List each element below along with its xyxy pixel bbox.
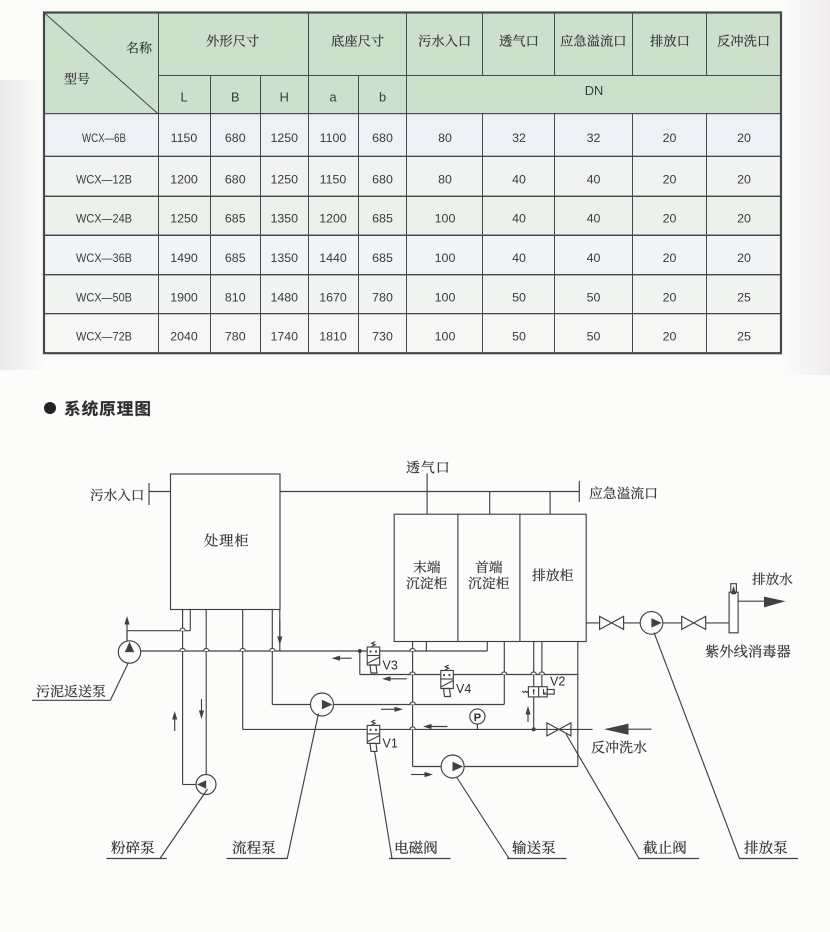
svg-text:20: 20: [663, 290, 677, 304]
svg-text:V2: V2: [550, 675, 565, 689]
svg-text:1200: 1200: [170, 172, 198, 186]
svg-text:V3: V3: [383, 659, 398, 673]
svg-text:780: 780: [372, 290, 393, 304]
svg-text:680: 680: [372, 172, 393, 186]
svg-text:1250: 1250: [270, 172, 298, 186]
svg-text:WCX—12B: WCX—12B: [76, 172, 132, 186]
svg-text:b: b: [379, 89, 386, 104]
svg-text:WCX—24B: WCX—24B: [76, 212, 132, 226]
svg-text:680: 680: [372, 131, 393, 145]
svg-text:100: 100: [435, 290, 456, 304]
svg-text:50: 50: [512, 290, 526, 304]
svg-text:1490: 1490: [170, 251, 198, 265]
svg-text:1150: 1150: [320, 172, 347, 186]
svg-text:40: 40: [512, 172, 526, 186]
svg-text:WCX—50B: WCX—50B: [76, 290, 132, 304]
svg-text:20: 20: [663, 330, 677, 344]
svg-text:1810: 1810: [319, 330, 347, 344]
svg-text:40: 40: [587, 172, 601, 186]
svg-text:WCX—6B: WCX—6B: [82, 131, 126, 145]
svg-text:20: 20: [663, 251, 677, 265]
svg-text:40: 40: [512, 251, 526, 265]
svg-text:40: 40: [587, 251, 601, 265]
svg-text:DN: DN: [585, 83, 603, 98]
svg-text:1440: 1440: [319, 251, 347, 265]
svg-text:1100: 1100: [320, 131, 347, 145]
svg-text:20: 20: [737, 251, 751, 265]
svg-text:730: 730: [372, 330, 393, 344]
svg-text:B: B: [231, 89, 240, 104]
svg-text:1740: 1740: [270, 330, 298, 344]
svg-text:80: 80: [438, 172, 452, 186]
svg-text:100: 100: [435, 251, 456, 265]
svg-text:P: P: [474, 712, 481, 724]
svg-text:100: 100: [435, 212, 456, 226]
svg-text:32: 32: [587, 131, 601, 145]
svg-text:1670: 1670: [319, 290, 347, 304]
svg-text:685: 685: [225, 251, 246, 265]
svg-text:L: L: [180, 89, 187, 104]
svg-text:1150: 1150: [171, 131, 198, 145]
svg-text:40: 40: [587, 212, 601, 226]
svg-text:V4: V4: [456, 682, 471, 696]
svg-text:685: 685: [225, 212, 246, 226]
svg-text:20: 20: [663, 172, 677, 186]
svg-text:2040: 2040: [170, 330, 198, 344]
svg-text:20: 20: [737, 212, 751, 226]
svg-text:1480: 1480: [270, 290, 298, 304]
svg-text:20: 20: [663, 212, 677, 226]
svg-text:WCX—72B: WCX—72B: [76, 330, 132, 344]
svg-text:680: 680: [225, 131, 246, 145]
svg-text:25: 25: [737, 330, 751, 344]
svg-text:40: 40: [512, 212, 526, 226]
svg-text:WCX—36B: WCX—36B: [76, 251, 132, 265]
svg-text:20: 20: [737, 131, 751, 145]
svg-text:1250: 1250: [170, 212, 198, 226]
svg-text:25: 25: [737, 290, 751, 304]
svg-text:685: 685: [372, 251, 393, 265]
svg-text:H: H: [280, 89, 289, 104]
svg-text:50: 50: [512, 330, 526, 344]
svg-text:a: a: [329, 89, 337, 104]
svg-text:20: 20: [737, 172, 751, 186]
svg-text:810: 810: [225, 290, 246, 304]
svg-text:50: 50: [587, 290, 601, 304]
svg-text:100: 100: [435, 330, 456, 344]
svg-text:1350: 1350: [270, 212, 298, 226]
svg-text:1900: 1900: [170, 290, 198, 304]
svg-text:685: 685: [372, 212, 393, 226]
svg-text:1200: 1200: [319, 212, 347, 226]
svg-text:1250: 1250: [270, 131, 298, 145]
svg-text:780: 780: [225, 330, 246, 344]
svg-text:V1: V1: [383, 737, 398, 751]
svg-text:680: 680: [225, 172, 246, 186]
svg-text:80: 80: [438, 131, 452, 145]
svg-text:50: 50: [587, 330, 601, 344]
svg-text:1350: 1350: [270, 251, 298, 265]
svg-text:32: 32: [512, 131, 526, 145]
svg-text:20: 20: [663, 131, 677, 145]
